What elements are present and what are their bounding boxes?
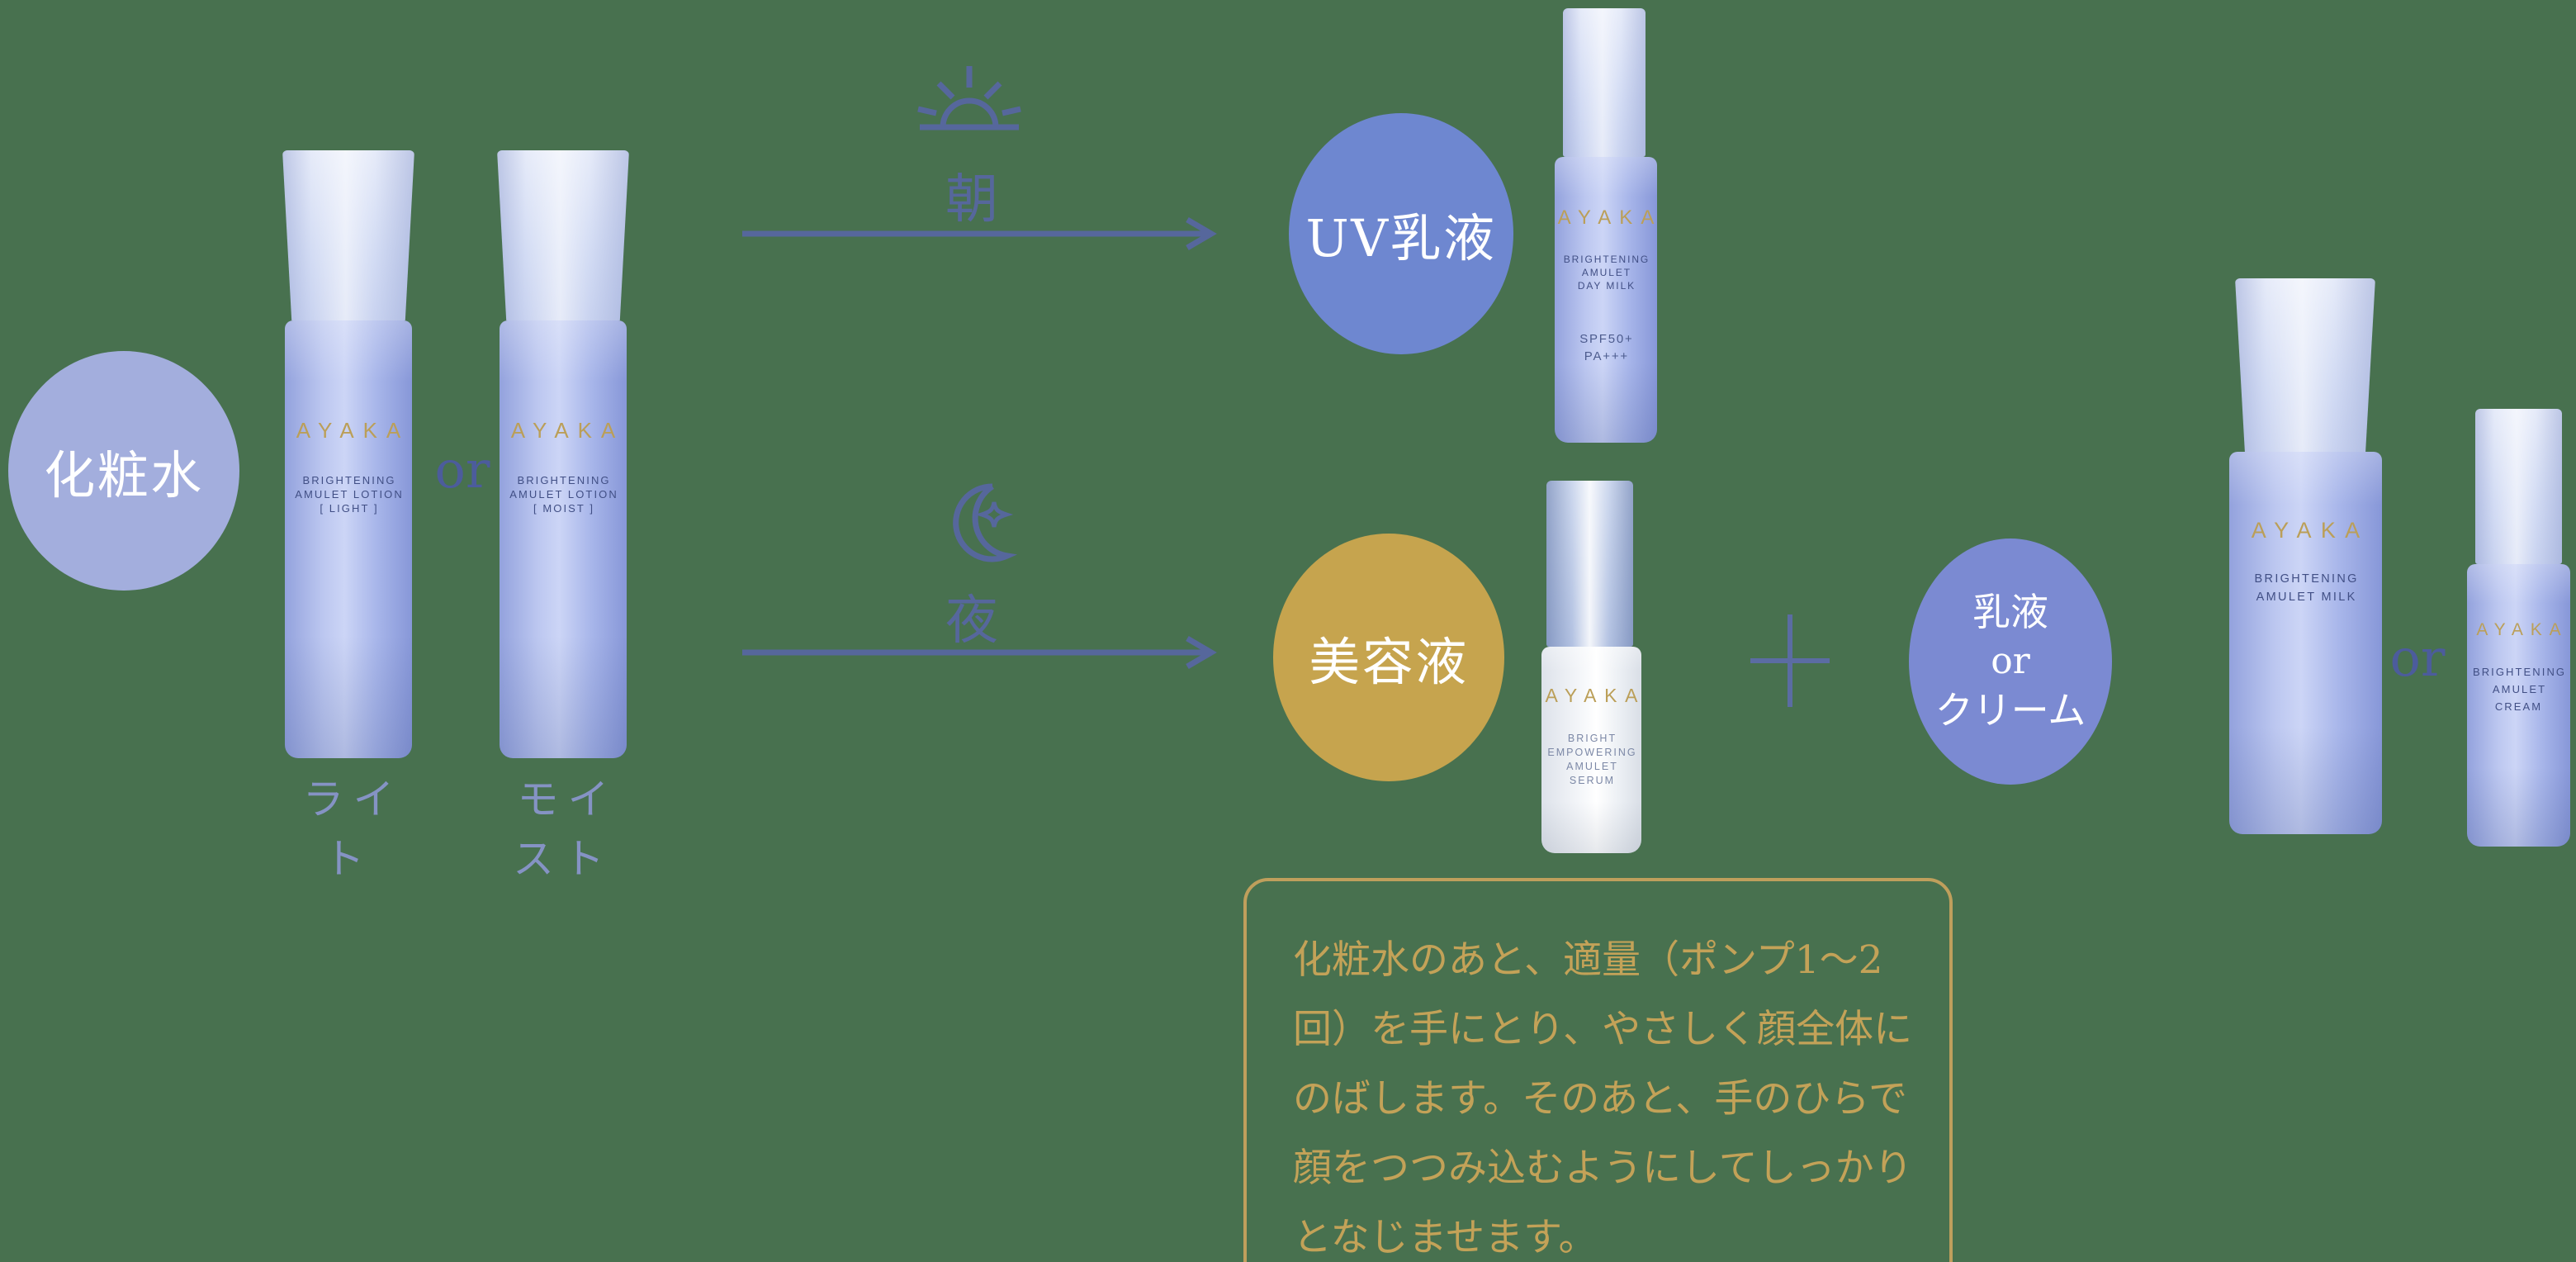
product-name-line: AMULET LOTION <box>509 488 618 501</box>
badge-line: or <box>1991 639 2030 682</box>
product-name: BRIGHTENING AMULET DAY MILK <box>1562 253 1650 292</box>
lotion-moist-bottle: AYAKA BRIGHTENING AMULET LOTION [ MOIST … <box>497 150 629 758</box>
product-name-line: DAY MILK <box>1577 280 1636 292</box>
badge-line: 乳液 <box>1972 590 2048 635</box>
note-line: 顔をつつみ込むようにしてしっかり <box>1293 1146 1913 1191</box>
product-name-line: AMULET <box>1566 761 1618 772</box>
serum-badge: 美容液 <box>1273 534 1504 781</box>
arrow-right-icon <box>742 216 1217 251</box>
variant-label-light: ライト <box>302 776 404 883</box>
lotion-or-label: or <box>434 439 490 500</box>
cream-body: AYAKA BRIGHTENING AMULET CREAM <box>2467 564 2570 847</box>
sunrise-icon <box>917 66 1021 130</box>
product-name-line: [ MOIST ] <box>533 502 595 515</box>
day-milk-bottle: AYAKA BRIGHTENING AMULET DAY MILK SPF50+… <box>1555 8 1657 443</box>
spf-spec: SPF50+ PA+++ <box>1578 330 1633 365</box>
product-name-line: [ LIGHT ] <box>320 502 379 515</box>
uv-milk-badge-label: UV乳液 <box>1305 208 1497 268</box>
product-name: BRIGHTENING AMULET LOTION [ MOIST ] <box>508 473 618 515</box>
spec-line: PA+++ <box>1584 349 1629 363</box>
lotion-light-body: AYAKA BRIGHTENING AMULET LOTION [ LIGHT … <box>285 320 412 758</box>
variant-label-moist: モイスト <box>513 776 618 883</box>
lotion-moist-cap <box>497 150 629 320</box>
night-time-label: 夜 <box>945 591 998 652</box>
brand-logo: AYAKA <box>510 418 625 443</box>
spec-line: SPF50+ <box>1579 332 1634 346</box>
milk-cap <box>2235 278 2375 452</box>
cream-bottle: AYAKA BRIGHTENING AMULET CREAM <box>2467 409 2570 847</box>
product-name-line: BRIGHTENING <box>517 474 611 486</box>
product-name: BRIGHTENING AMULET LOTION [ LIGHT ] <box>293 473 404 515</box>
serum-body: AYAKA BRIGHT EMPOWERING AMULET SERUM <box>1541 647 1641 853</box>
lotion-light-cap <box>282 150 414 320</box>
product-name-line: AMULET MILK <box>2256 591 2357 604</box>
product-name-line: EMPOWERING <box>1547 747 1637 758</box>
note-line: となじませます。 <box>1293 1215 1598 1260</box>
brand-logo: AYAKA <box>1557 206 1663 229</box>
product-name-line: BRIGHT <box>1567 733 1617 744</box>
arrow-right-icon <box>742 635 1217 670</box>
morning-time-label: 朝 <box>945 169 998 230</box>
cream-cap <box>2475 409 2562 564</box>
product-name-line: BRIGHTENING <box>2472 666 2567 678</box>
milk-or-cream-badge: 乳液 or クリーム <box>1909 538 2112 785</box>
crescent-moon-icon <box>953 483 1018 562</box>
lotion-light-bottle: AYAKA BRIGHTENING AMULET LOTION [ LIGHT … <box>282 150 414 758</box>
product-name-line: AMULET LOTION <box>295 488 404 501</box>
brand-logo: AYAKA <box>2476 620 2569 639</box>
uv-milk-badge: UV乳液 <box>1289 113 1513 354</box>
product-name-line: AMULET CREAM <box>2492 683 2547 713</box>
product-name-line: BRIGHTENING <box>1563 254 1650 265</box>
brand-logo: AYAKA <box>296 418 410 443</box>
product-name-line: BRIGHTENING <box>302 474 396 486</box>
day-milk-body: AYAKA BRIGHTENING AMULET DAY MILK SPF50+… <box>1555 157 1657 443</box>
brand-logo: AYAKA <box>1545 685 1646 706</box>
lotion-step-badge: 化粧水 <box>8 351 239 591</box>
lotion-moist-body: AYAKA BRIGHTENING AMULET LOTION [ MOIST … <box>500 320 627 758</box>
product-name-line: BRIGHTENING <box>2254 572 2359 586</box>
milk-or-cream-badge-label: 乳液 or クリーム <box>1935 587 2086 736</box>
note-line: のばします。そのあと、手のひらで <box>1293 1076 1908 1122</box>
brand-logo: AYAKA <box>2251 518 2370 543</box>
serum-bottle: AYAKA BRIGHT EMPOWERING AMULET SERUM <box>1541 481 1641 853</box>
note-line: 化粧水のあと、適量（ポンプ1〜2 <box>1293 937 1883 983</box>
product-name: BRIGHTENING AMULET CREAM <box>2467 663 2570 715</box>
usage-note-box: 化粧水のあと、適量（ポンプ1〜2 回）を手にとり、やさしく顔全体に のばします。… <box>1243 878 1953 1262</box>
day-milk-cap <box>1563 8 1646 157</box>
lotion-badge-label: 化粧水 <box>44 445 204 505</box>
product-name: BRIGHTENING AMULET MILK <box>2252 570 2359 606</box>
product-name-line: SERUM <box>1569 775 1616 786</box>
badge-line: クリーム <box>1934 688 2086 733</box>
plus-icon <box>1750 614 1830 707</box>
product-name-line: AMULET <box>1581 267 1632 278</box>
serum-cap <box>1546 481 1633 647</box>
moisturizer-or-label: or <box>2389 628 2446 688</box>
product-name: BRIGHT EMPOWERING AMULET SERUM <box>1546 732 1636 788</box>
milk-body: AYAKA BRIGHTENING AMULET MILK <box>2229 452 2382 834</box>
serum-badge-label: 美容液 <box>1309 632 1469 692</box>
milk-bottle: AYAKA BRIGHTENING AMULET MILK <box>2229 278 2382 834</box>
note-line: 回）を手にとり、やさしく顔全体に <box>1293 1007 1913 1052</box>
